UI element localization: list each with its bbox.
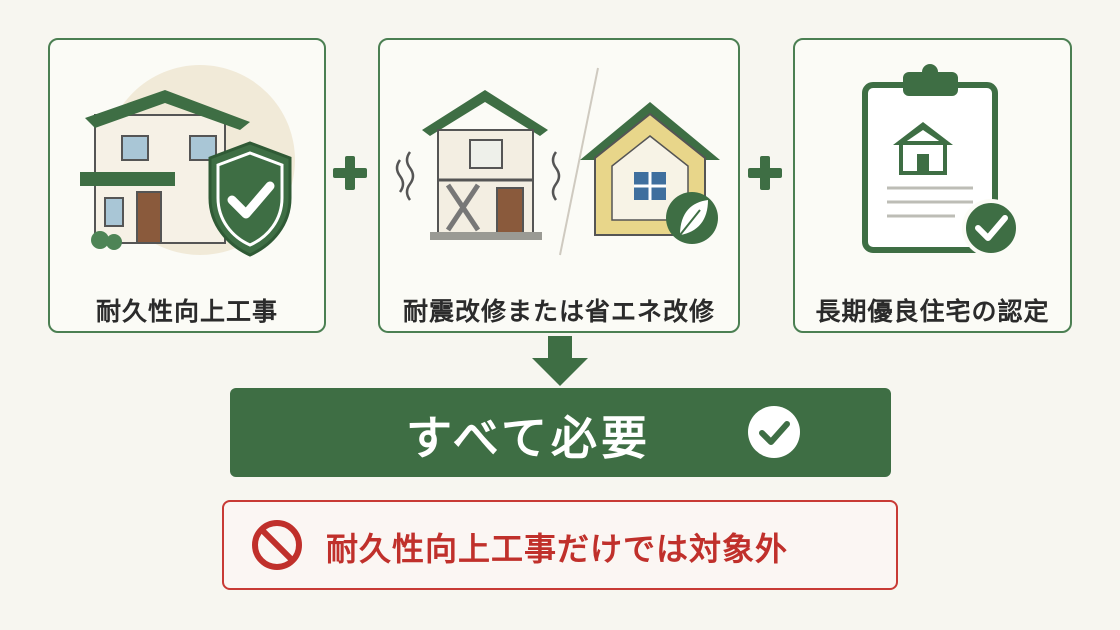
step-card-seismic-or-energy: 耐震改修または省エネ改修 (378, 38, 740, 333)
plus-icon (333, 156, 367, 190)
earthquake-house-icon (395, 90, 561, 240)
result-text: すべて必要 (406, 411, 651, 465)
check-circle-icon (748, 406, 800, 458)
warning-box: 耐久性向上工事だけでは対象外 (222, 500, 898, 590)
check-badge-icon (962, 199, 1020, 257)
step-label: 長期優良住宅の認定 (815, 297, 1050, 326)
prohibited-icon (252, 520, 302, 570)
shield-check-icon (208, 141, 292, 257)
house-shield-illustration (80, 65, 295, 257)
clipboard-icon (862, 64, 998, 253)
result-banner: すべて必要 (230, 388, 891, 477)
step-label: 耐震改修または省エネ改修 (402, 297, 715, 326)
step-card-durability: 耐久性向上工事 (48, 38, 326, 333)
plus-icon (748, 156, 782, 190)
down-arrow-icon (532, 336, 588, 386)
leaf-icon (666, 192, 718, 244)
step-card-certification: 長期優良住宅の認定 (793, 38, 1072, 333)
certification-illustration (862, 64, 1020, 257)
retrofit-illustration (395, 67, 720, 256)
warning-text: 耐久性向上工事だけでは対象外 (326, 530, 789, 568)
step-label: 耐久性向上工事 (95, 297, 278, 326)
